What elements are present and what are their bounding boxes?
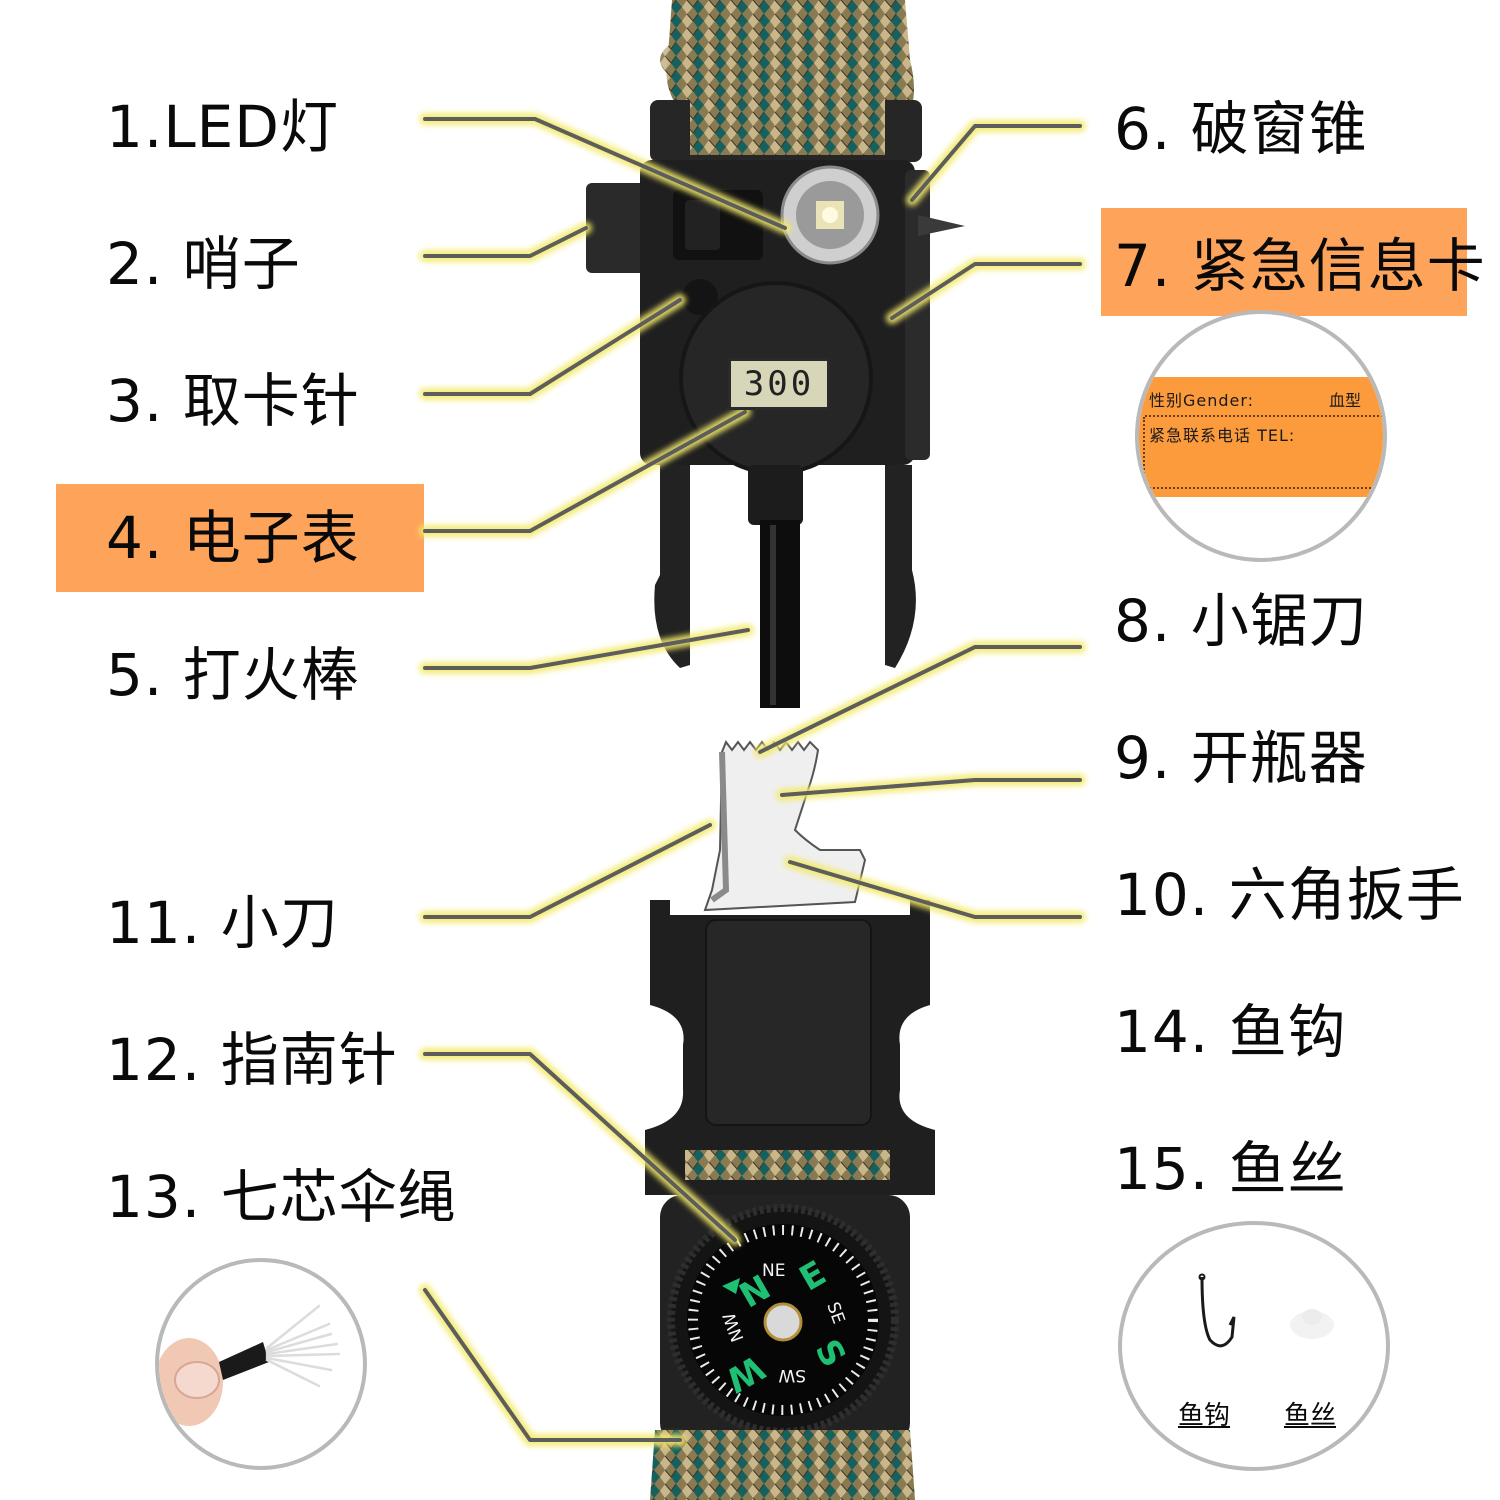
fishing-line-caption: 鱼丝 — [1284, 1401, 1337, 1431]
compass-ne: NE — [762, 1261, 785, 1281]
card-divider — [1145, 415, 1383, 417]
fishing-kit-inset: 鱼钩 鱼丝 — [1118, 1221, 1390, 1471]
leader-lines — [419, 113, 1086, 1446]
label-saw: 8. 小锯刀 — [1114, 587, 1368, 655]
emergency-info-card: 性别Gender: 血型 紧急联系电话 TEL: — [1139, 377, 1383, 497]
paracord-top — [660, 0, 914, 120]
compass — [660, 1195, 910, 1445]
label-paracord: 13. 七芯伞绳 — [106, 1163, 457, 1231]
card-border — [1143, 417, 1145, 497]
label-bottle-opener: 9. 开瓶器 — [1114, 724, 1368, 792]
label-compass: 12. 指南针 — [106, 1026, 398, 1094]
compass-sw: SW — [778, 1365, 806, 1385]
label-fire-starter: 5. 打火棒 — [106, 641, 360, 709]
label-window-breaker: 6. 破窗锥 — [1114, 95, 1368, 163]
label-whistle: 2. 哨子 — [106, 230, 301, 298]
label-led-light: 1.LED灯 — [106, 93, 339, 161]
paracord-strands-photo — [159, 1304, 341, 1426]
card-divider — [1145, 487, 1383, 489]
emergency-card-inset: 性别Gender: 血型 紧急联系电话 TEL: — [1135, 310, 1387, 562]
label-emergency-card: 7. 紧急信息卡 — [1114, 232, 1486, 300]
lower-buckle — [645, 900, 935, 1195]
label-card-pin: 3. 取卡针 — [106, 367, 360, 435]
led-light — [780, 165, 880, 265]
card-blood-type-field: 血型 — [1329, 391, 1362, 410]
label-electronic-watch: 4. 电子表 — [106, 504, 360, 572]
label-fish-hook: 14. 鱼钩 — [1114, 998, 1347, 1066]
multi-tool-blade — [703, 739, 867, 912]
upper-buckle — [586, 100, 965, 708]
paracord-strands-inset — [155, 1258, 367, 1470]
highlight-box-emergency-card — [1101, 208, 1467, 316]
fishing-kit-photo — [1198, 1273, 1334, 1348]
label-hex-wrench: 10. 六角扳手 — [1114, 861, 1465, 929]
highlight-box-electronic-watch — [56, 484, 424, 592]
card-gender-field: 性别Gender: — [1149, 391, 1255, 410]
card-tel-field: 紧急联系电话 TEL: — [1149, 426, 1296, 445]
paracord-bottom — [650, 1430, 915, 1500]
fish-hook-icon — [1200, 1276, 1236, 1348]
label-knife: 11. 小刀 — [106, 889, 339, 957]
fishing-line-icon — [1302, 1309, 1322, 1325]
fish-hook-caption: 鱼钩 — [1178, 1401, 1231, 1431]
watch-lcd-display: 300 — [728, 358, 830, 410]
label-fishing-line: 15. 鱼丝 — [1114, 1135, 1347, 1203]
